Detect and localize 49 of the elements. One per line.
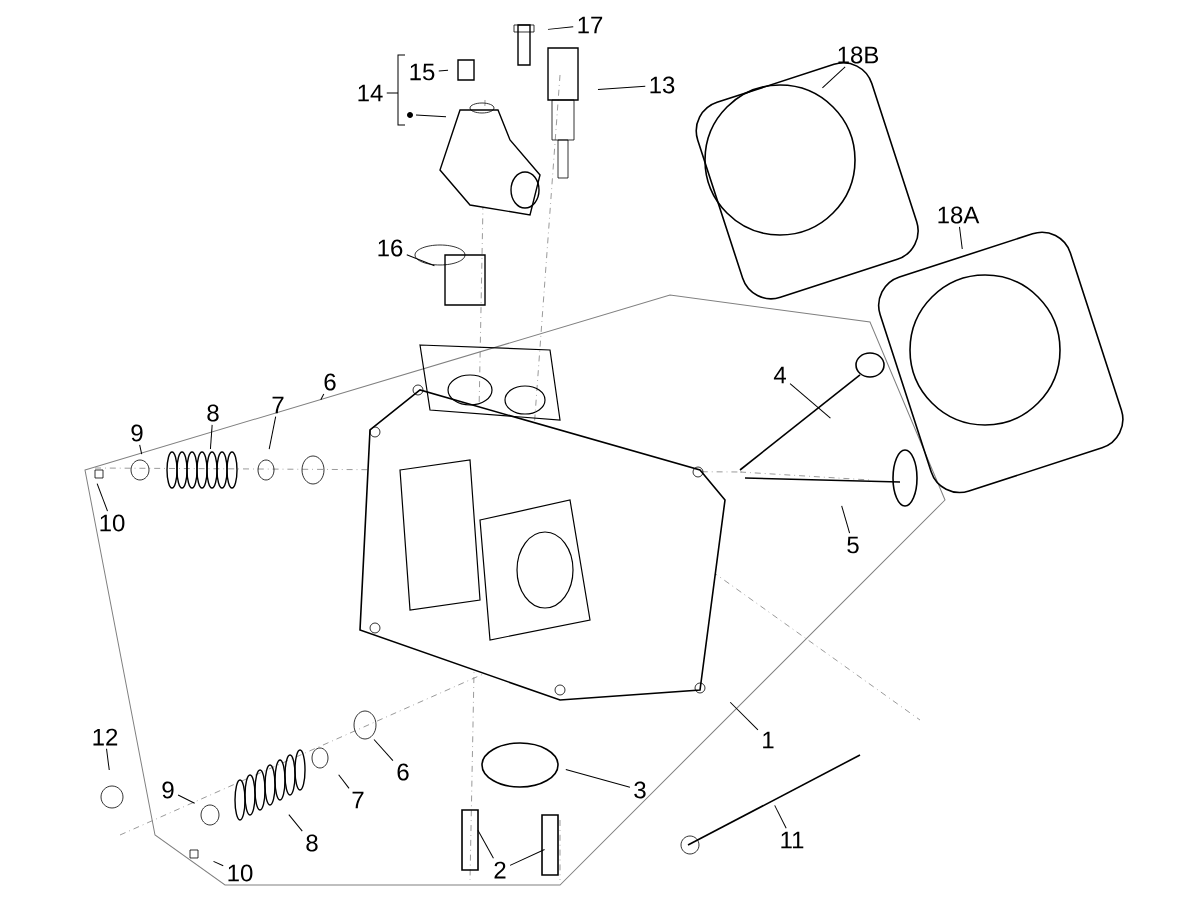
leader-line [386, 54, 447, 126]
leader-line [547, 26, 574, 30]
callout-number: 13 [650, 76, 675, 94]
leader-line [373, 738, 394, 762]
leader-line [288, 814, 303, 832]
leader-line [338, 774, 350, 789]
callout-number: 2 [494, 861, 506, 879]
leader-line [959, 226, 963, 250]
callout-number: 3 [634, 781, 646, 799]
leader-line [821, 66, 846, 89]
callout-number: 17 [578, 16, 603, 34]
callout-number: 18A [938, 206, 980, 224]
leader-line [213, 860, 224, 867]
callout-number: 9 [131, 424, 143, 442]
leader-line [139, 444, 143, 455]
leader-line [509, 849, 546, 866]
callout-number: 9 [162, 781, 174, 799]
leader-line [106, 748, 110, 771]
callout-number: 11 [781, 831, 804, 849]
leader-line [177, 794, 196, 804]
callout-number: 6 [397, 763, 409, 781]
callout-number: 4 [773, 366, 786, 384]
leader-line [565, 769, 631, 788]
leader-line [406, 254, 435, 267]
callout-number: 1 [763, 731, 774, 749]
callout-number: 5 [847, 536, 859, 554]
leader-line [841, 505, 851, 534]
callout-number: 10 [100, 514, 125, 532]
leader-line [597, 85, 646, 91]
leader-line [268, 416, 277, 450]
leader-line [96, 483, 108, 512]
callout-number: 14 [358, 84, 383, 102]
callout-number: 15 [410, 63, 435, 81]
callout-number: 7 [272, 396, 284, 414]
leader-line [774, 804, 787, 829]
callout-number: 7 [352, 791, 364, 809]
leader-line [789, 383, 831, 419]
callout-number: 18B [838, 46, 879, 64]
callout-number: 8 [306, 834, 318, 852]
callout-number: 10 [228, 864, 253, 882]
leader-line [320, 393, 325, 401]
callout-number: 6 [324, 373, 336, 391]
leader-line [729, 701, 759, 731]
leader-line [477, 829, 494, 859]
leader-line [438, 69, 449, 72]
callout-number: 8 [207, 404, 219, 422]
leader-line [209, 424, 213, 450]
callout-number: 16 [378, 239, 403, 257]
callout-number: 12 [93, 728, 118, 746]
